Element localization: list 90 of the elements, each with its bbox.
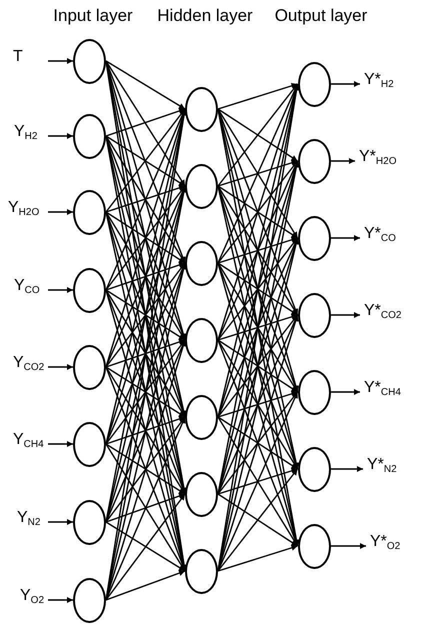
neuron-circle <box>298 62 330 106</box>
arrow <box>218 262 298 316</box>
neuron-circle <box>185 548 218 594</box>
arrow <box>106 570 186 601</box>
arrow <box>48 519 73 525</box>
arrow <box>106 185 186 213</box>
neuron-circle <box>185 86 218 132</box>
neuron-circle <box>298 216 330 260</box>
arrow <box>105 416 186 522</box>
neuron-circle <box>298 292 330 338</box>
arrow <box>218 160 298 187</box>
neuron-circle <box>73 344 106 390</box>
arrow <box>218 468 298 495</box>
arrow <box>218 314 298 341</box>
arrow <box>218 185 298 239</box>
output-label: Y*$_{CO2}$ <box>364 301 402 321</box>
arrow <box>330 543 366 549</box>
arrow <box>106 416 186 445</box>
output-label: Y*$_{H2}$ <box>364 70 394 90</box>
arrow <box>218 390 298 418</box>
neuron-circle <box>73 38 106 84</box>
arrow <box>218 339 298 393</box>
neuron-circle <box>73 422 106 466</box>
arrow <box>218 236 298 264</box>
arrow <box>48 133 73 139</box>
arrow <box>106 60 186 110</box>
arrow <box>106 443 186 495</box>
layer-title: Output layer <box>274 5 368 27</box>
arrow <box>106 108 186 137</box>
arrow <box>330 389 360 395</box>
neuron-circle <box>298 446 330 492</box>
arrow <box>218 82 298 110</box>
input-label: Y$_{N2}$ <box>17 508 40 528</box>
output-label: Y*$_{CO}$ <box>364 224 396 244</box>
arrow <box>105 60 186 186</box>
input-label: T <box>13 47 23 67</box>
arrow <box>106 493 186 523</box>
arrow <box>218 493 298 547</box>
arrow <box>106 135 186 187</box>
input-label: Y$_{O2}$ <box>20 586 44 606</box>
arrow <box>217 392 298 494</box>
arrow <box>106 521 186 572</box>
arrow <box>330 158 355 164</box>
arrow <box>105 340 186 444</box>
neuron-circle <box>73 500 106 544</box>
neuron-circle <box>73 578 106 622</box>
input-label: Y$_{CH4}$ <box>13 430 44 450</box>
arrow <box>48 364 73 370</box>
arrow <box>48 58 73 64</box>
arrow <box>48 209 73 215</box>
output-label: Y*$_{H2O}$ <box>359 147 396 167</box>
input-label: Y$_{CO2}$ <box>13 353 44 373</box>
neuron-circle <box>298 370 330 414</box>
arrow <box>218 108 298 162</box>
input-label: Y$_{H2O}$ <box>8 198 40 218</box>
neuron-circle <box>73 190 106 234</box>
arrow <box>106 289 186 341</box>
arrow <box>106 366 186 418</box>
arrow <box>217 314 298 418</box>
neuron-circle <box>185 318 218 362</box>
arrow <box>106 339 186 368</box>
neuron-circle <box>298 138 330 184</box>
arrow <box>330 81 360 87</box>
neuron-circle <box>185 240 218 286</box>
arrow <box>330 235 360 241</box>
arrow <box>330 312 360 318</box>
arrow <box>48 597 73 603</box>
input-label: Y$_{H2}$ <box>14 122 38 142</box>
neuron-circle <box>298 524 330 568</box>
arrow <box>217 108 298 238</box>
output-label: Y*$_{N2}$ <box>367 455 397 475</box>
arrow <box>106 211 186 264</box>
neuron-circle <box>185 164 218 208</box>
arrow <box>48 441 73 447</box>
neuron-circle <box>73 268 106 312</box>
arrow <box>218 544 298 572</box>
arrow <box>218 416 298 470</box>
layer-title: Input layer <box>53 5 133 27</box>
output-label: Y*$_{CH4}$ <box>364 378 401 398</box>
arrow <box>105 494 186 600</box>
arrow <box>330 466 363 472</box>
arrow <box>106 262 186 291</box>
input-label: Y$_{CO}$ <box>14 276 40 296</box>
output-label: Y*$_{O2}$ <box>370 532 400 552</box>
layer-title: Hidden layer <box>157 5 253 27</box>
arrow <box>217 468 298 572</box>
neuron-circle <box>185 394 218 440</box>
arrow <box>48 287 73 293</box>
neuron-circle <box>73 114 106 158</box>
neuron-circle <box>185 472 218 516</box>
